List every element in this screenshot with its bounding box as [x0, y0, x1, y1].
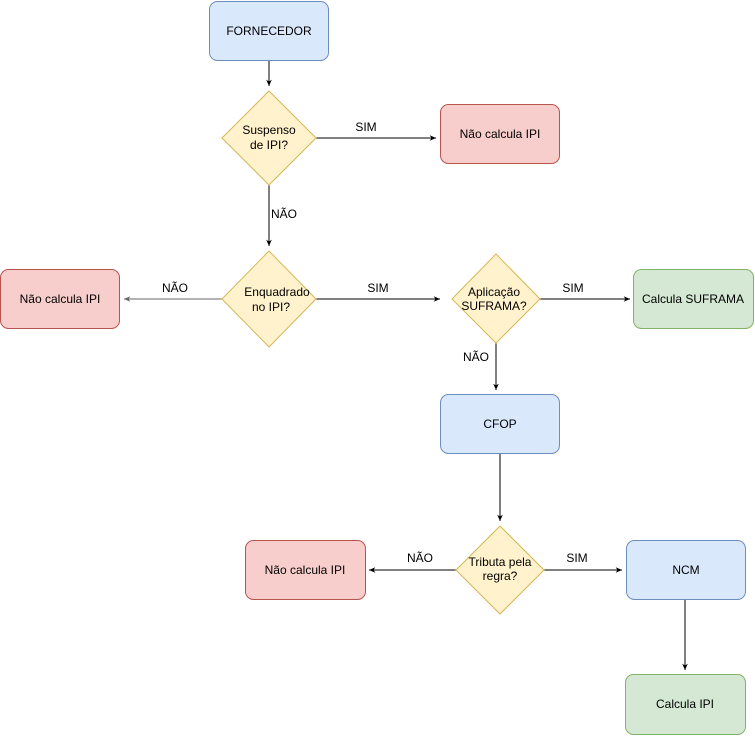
- label-enquadrado-sim: SIM: [367, 281, 388, 295]
- node-cfop: CFOP: [440, 394, 560, 454]
- node-nao-calcula-3: Não calcula IPI: [245, 540, 366, 600]
- node-suspenso-line2: de IPI?: [250, 138, 288, 152]
- node-enquadrado-line2: no IPI?: [252, 300, 290, 314]
- node-nao-calcula-2-label: Não calcula IPI: [20, 292, 101, 306]
- node-ncm: NCM: [626, 540, 746, 600]
- node-nao-calcula-1-label: Não calcula IPI: [460, 127, 541, 141]
- node-suspenso-line1: Suspenso: [242, 123, 296, 137]
- node-aplicacao-line2: SUFRAMA?: [461, 299, 527, 313]
- label-tributa-nao: NÃO: [407, 551, 433, 565]
- node-suspenso: Suspenso de IPI?: [221, 90, 317, 186]
- node-nao-calcula-1: Não calcula IPI: [440, 104, 560, 164]
- label-aplicacao-nao: NÃO: [463, 350, 489, 364]
- node-nao-calcula-3-label: Não calcula IPI: [265, 563, 346, 577]
- node-enquadrado-line1: Enquadrado: [244, 285, 310, 299]
- label-suspenso-nao: NÃO: [271, 207, 297, 221]
- node-cfop-label: CFOP: [483, 417, 516, 431]
- node-calcula-ipi: Calcula IPI: [625, 674, 746, 735]
- node-ncm-label: NCM: [672, 563, 699, 577]
- node-tributa-line1: Tributa pela: [469, 555, 532, 569]
- node-calcula-suframa: Calcula SUFRAMA: [633, 269, 754, 329]
- node-aplicacao-line1: Aplicação: [468, 285, 520, 299]
- node-tributa: Tributa pela regra?: [455, 525, 545, 615]
- label-enquadrado-nao: NÃO: [162, 281, 188, 295]
- edges: [124, 61, 688, 670]
- node-enquadrado: Enquadrado no IPI?: [221, 250, 317, 348]
- label-tributa-sim: SIM: [566, 551, 587, 565]
- node-calcula-ipi-label: Calcula IPI: [656, 697, 714, 711]
- edge-labels: SIM NÃO NÃO SIM SIM NÃO NÃO SIM: [162, 120, 588, 565]
- node-calcula-suframa-label: Calcula SUFRAMA: [642, 292, 744, 306]
- label-suspenso-sim: SIM: [355, 120, 376, 134]
- node-tributa-line2: regra?: [483, 569, 518, 583]
- node-aplicacao: Aplicação SUFRAMA?: [451, 253, 541, 344]
- node-nao-calcula-2: Não calcula IPI: [0, 269, 120, 329]
- node-fornecedor: FORNECEDOR: [209, 1, 329, 61]
- label-aplicacao-sim: SIM: [562, 281, 583, 295]
- node-fornecedor-label: FORNECEDOR: [226, 24, 312, 38]
